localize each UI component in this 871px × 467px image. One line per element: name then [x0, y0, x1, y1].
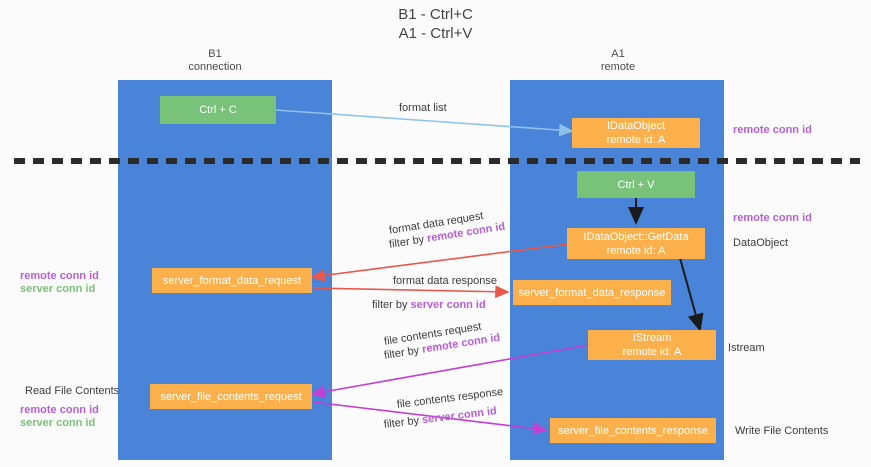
- node-istream-remote-id: remote id: A: [622, 346, 682, 358]
- node-server-file-contents-request[interactable]: server_file_contents_request: [150, 384, 312, 409]
- node-ctrl-c[interactable]: Ctrl + C: [160, 96, 276, 124]
- side-label-remote-conn-id-top: remote conn id: [733, 124, 812, 136]
- node-istream-label: IStream: [632, 332, 672, 344]
- filter-key-server-conn-id: server conn id: [421, 405, 498, 427]
- node-istream[interactable]: IStream remote id: A: [588, 330, 716, 360]
- node-server-format-data-response-label: server_format_data_response: [518, 286, 666, 299]
- edge-format-data-response: [312, 285, 510, 299]
- side-label-left-remote-conn-id-bottom: remote conn id: [20, 404, 99, 416]
- side-label-write-file-contents: Write File Contents: [735, 425, 829, 437]
- column-header-a1-name: A1: [611, 48, 625, 60]
- node-ctrl-v-label: Ctrl + V: [617, 178, 655, 191]
- node-server-format-data-request-label: server_format_data_request: [162, 274, 302, 287]
- column-header-a1: A1 remote: [558, 48, 678, 74]
- diagram-title: B1 - Ctrl+C A1 - Ctrl+V: [0, 5, 871, 43]
- node-getdata-remote-id: remote id: A: [606, 244, 666, 257]
- side-label-left-server-conn-id-mid: server conn id: [20, 283, 96, 295]
- node-idataobject-getdata[interactable]: IDataObject::GetData remote id: A: [567, 228, 705, 259]
- node-ctrl-v[interactable]: Ctrl + V: [577, 171, 695, 198]
- side-label-left-remote-conn-id-mid: remote conn id: [20, 270, 99, 282]
- edge-label-format-data-response: format data response: [393, 275, 497, 287]
- node-idataobject[interactable]: IDataObject remote id: A: [572, 118, 700, 148]
- column-header-b1-name: B1: [208, 48, 222, 60]
- side-label-left-server-conn-id-bottom: server conn id: [20, 417, 96, 429]
- filter-prefix: filter by: [383, 414, 423, 431]
- title-line-1: B1 - Ctrl+C: [398, 6, 473, 23]
- node-server-format-data-response[interactable]: server_format_data_response: [513, 280, 671, 305]
- node-server-file-contents-response[interactable]: server_file_contents_response: [550, 418, 716, 443]
- side-label-read-file-contents: Read File Contents: [25, 385, 120, 397]
- filter-prefix: filter by: [372, 299, 411, 311]
- side-label-istream: Istream: [728, 342, 765, 354]
- node-server-file-contents-response-label: server_file_contents_response: [558, 424, 708, 437]
- filter-key-server-conn-id: server conn id: [410, 299, 486, 311]
- column-header-a1-sub: remote: [600, 61, 636, 73]
- edge-label-format-list: format list: [399, 102, 447, 114]
- column-header-b1-sub: connection: [188, 61, 242, 73]
- node-server-file-contents-request-label: server_file_contents_request: [160, 390, 302, 403]
- column-header-b1: B1 connection: [155, 48, 275, 74]
- title-line-2: A1 - Ctrl+V: [398, 25, 473, 42]
- node-idataobject-label: IDataObject: [606, 120, 666, 132]
- node-server-format-data-request[interactable]: server_format_data_request: [152, 268, 312, 293]
- node-idataobject-remote-id: remote id: A: [606, 134, 666, 146]
- side-label-dataobject: DataObject: [733, 237, 789, 249]
- edge-label-format-data-response-filter: filter by server conn id: [372, 298, 486, 312]
- node-ctrl-c-label: Ctrl + C: [199, 104, 237, 116]
- node-getdata-label: IDataObject::GetData: [583, 230, 689, 243]
- side-label-remote-conn-id-mid: remote conn id: [733, 212, 812, 224]
